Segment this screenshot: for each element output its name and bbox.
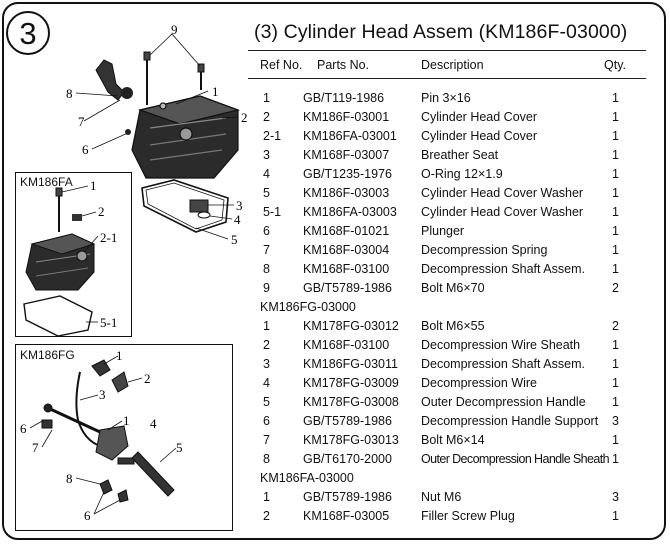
callout-1: 1	[212, 84, 219, 99]
callout-6: 6	[82, 142, 89, 157]
main-exploded-diagram: 9 8 7 6 1 2 5 3 4	[66, 22, 248, 247]
breather-seat-icon	[189, 199, 211, 219]
km186fg-diagram: 1 2 3 1 4 5 6 7 8 6	[20, 348, 183, 523]
km186fa-diagram: 1 2 2-1 5-1	[23, 178, 117, 337]
fg-callout-1b: 1	[123, 413, 130, 428]
fg-callout-2: 2	[144, 371, 151, 386]
decompression-shaft-icon	[43, 403, 101, 434]
decompression-handle-support-icon	[95, 425, 135, 465]
fg-callout-6: 6	[20, 421, 27, 436]
col-header-part: Parts No.	[317, 58, 370, 72]
cylinder-head-cover-icon	[131, 95, 241, 179]
header-rule	[248, 78, 646, 79]
fg-callout-4: 4	[150, 416, 157, 431]
section-number-badge: 3	[6, 11, 50, 55]
fg-callout-1: 1	[116, 348, 123, 363]
fg-callout-6b: 6	[84, 508, 91, 523]
cylinder-head-cover-icon	[25, 233, 96, 291]
callout-9: 9	[171, 22, 178, 37]
fg-callout-7: 7	[32, 440, 39, 455]
fa-callout-2: 2	[98, 204, 105, 219]
col-header-qty: Qty.	[604, 58, 626, 72]
decompression-wire-icon	[75, 371, 101, 447]
cover-washer-icon	[23, 295, 93, 337]
fa-callout-1: 1	[90, 178, 97, 193]
bolt-icon	[143, 51, 205, 105]
callout-3: 3	[236, 198, 243, 213]
group-heading-fg: KM186FG-03000	[260, 300, 356, 314]
table-top-rule	[248, 50, 646, 51]
inset-km186fg-label: KM186FG	[20, 348, 75, 362]
decompression-wire-sheath-icon	[111, 371, 129, 393]
col-header-desc: Description	[421, 58, 484, 72]
outer-decompression-handle-icon	[131, 451, 175, 497]
page-title: (3) Cylinder Head Assem (KM186F-03000)	[254, 21, 628, 43]
callout-5: 5	[231, 232, 238, 247]
fa-callout-2-1: 2-1	[100, 230, 117, 245]
callout-8: 8	[66, 86, 73, 101]
fg-callout-3: 3	[99, 387, 106, 402]
callout-2: 2	[241, 110, 248, 125]
col-header-ref: Ref No.	[260, 58, 303, 72]
fg-callout-8: 8	[66, 471, 73, 486]
cover-washer-icon	[141, 179, 229, 233]
group-heading-fa: KM186FA-03000	[260, 471, 354, 485]
fa-callout-5-1: 5-1	[100, 315, 117, 330]
bolt-icon	[41, 419, 129, 503]
callout-4: 4	[234, 212, 241, 227]
callout-7: 7	[78, 114, 85, 129]
fg-callout-5: 5	[176, 440, 183, 455]
inset-km186fa-label: KM186FA	[20, 175, 73, 189]
filler-plug-icon	[72, 214, 82, 221]
decompression-shaft-icon	[95, 59, 133, 101]
